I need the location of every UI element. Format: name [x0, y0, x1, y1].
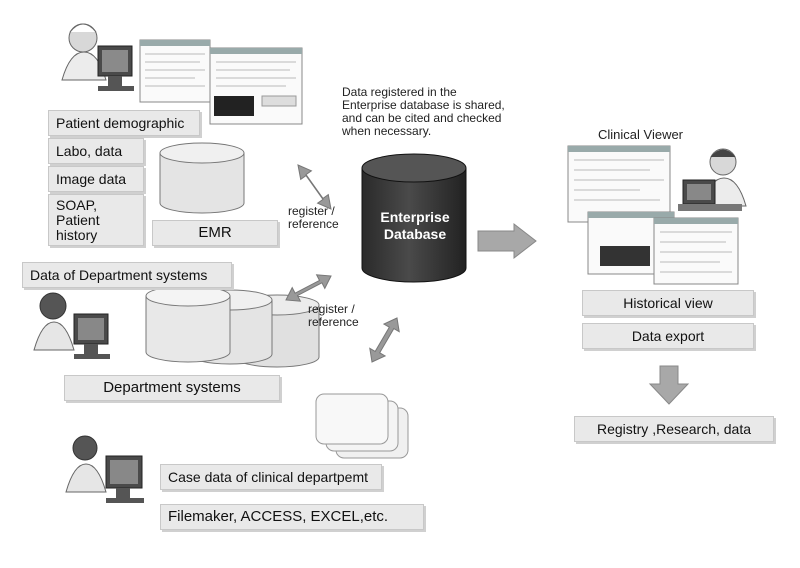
shared-data-note: Data registered in the Enterprise databa… — [342, 85, 505, 138]
enterprise-database-cylinder — [361, 153, 467, 283]
department-systems-data-label: Data of Department systems — [22, 262, 232, 288]
document-stack-icon — [315, 393, 409, 459]
department-systems-label: Department systems — [64, 375, 280, 401]
register-reference-text-1: register / reference — [288, 204, 339, 231]
registry-research-label: Registry ,Research, data — [574, 416, 774, 442]
tools-label: Filemaker, ACCESS, EXCEL,etc. — [160, 504, 424, 530]
labo-data-label: Labo, data — [48, 138, 144, 164]
emr-database-cylinder — [159, 142, 245, 214]
historical-view-label: Historical view — [582, 290, 754, 316]
soap-patient-history-label: SOAP, Patient history — [48, 194, 144, 246]
department-staff-icon — [33, 292, 110, 359]
data-export-label: Data export — [582, 323, 754, 349]
register-reference-arrow-documents — [369, 317, 400, 363]
doctor-workstation-icon — [61, 23, 134, 91]
clinical-viewer-screens — [567, 145, 739, 285]
clinical-staff-icon — [65, 435, 144, 503]
register-reference-arrow-emr — [297, 164, 332, 210]
viewer-doctor-icon — [678, 148, 747, 211]
emr-label: EMR — [152, 220, 278, 246]
image-data-label: Image data — [48, 166, 144, 192]
clinical-viewer-title: Clinical Viewer — [598, 127, 684, 142]
arrow-to-clinical-viewer — [477, 222, 537, 260]
case-data-label: Case data of clinical departpemt — [160, 464, 382, 490]
emr-screen-thumbnails — [139, 39, 303, 125]
register-reference-text-2: register / reference — [308, 302, 359, 329]
enterprise-database-title: Enterprise Database — [380, 209, 450, 242]
register-reference-arrow-department — [285, 274, 332, 302]
patient-demographic-label: Patient demographic — [48, 110, 200, 136]
arrow-to-registry — [648, 365, 690, 405]
